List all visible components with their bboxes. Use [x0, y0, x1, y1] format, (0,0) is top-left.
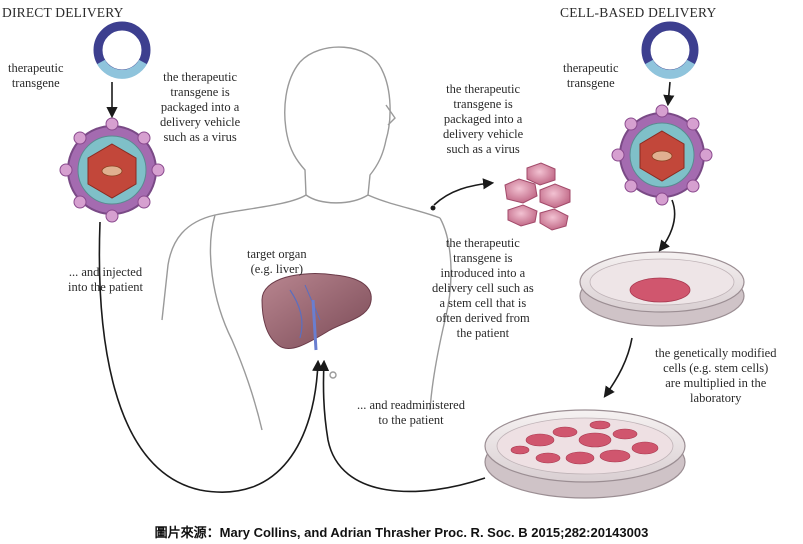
- arrow-dish-to-dish: [603, 337, 633, 398]
- heading-cell-based-delivery: CELL-BASED DELIVERY: [560, 5, 717, 20]
- label-target-organ: target organ(e.g. liver): [247, 247, 307, 276]
- image-source-caption: 圖片來源：Mary Collins, and Adrian Thrasher P…: [154, 525, 649, 540]
- arrow-patient-to-cells: [433, 178, 495, 206]
- liver-illustration: [261, 273, 372, 351]
- arrow-injected-to-liver: [98, 221, 324, 493]
- arrows: [98, 81, 676, 493]
- arrow-virus-right-to-dish: [658, 199, 676, 252]
- arrow-plasmid-to-virus-right: [663, 81, 675, 107]
- plasmid-right: [641, 21, 699, 79]
- virus-left: [59, 117, 165, 223]
- petri-dish-large: [484, 409, 686, 499]
- stem-cells: [504, 162, 571, 231]
- plasmid-left: [93, 21, 151, 79]
- virus-right: [611, 104, 713, 206]
- heading-direct-delivery: DIRECT DELIVERY: [2, 5, 124, 20]
- petri-dish-small: [579, 251, 745, 327]
- human-figure: [161, 46, 452, 431]
- arrow-readminister: [318, 359, 486, 493]
